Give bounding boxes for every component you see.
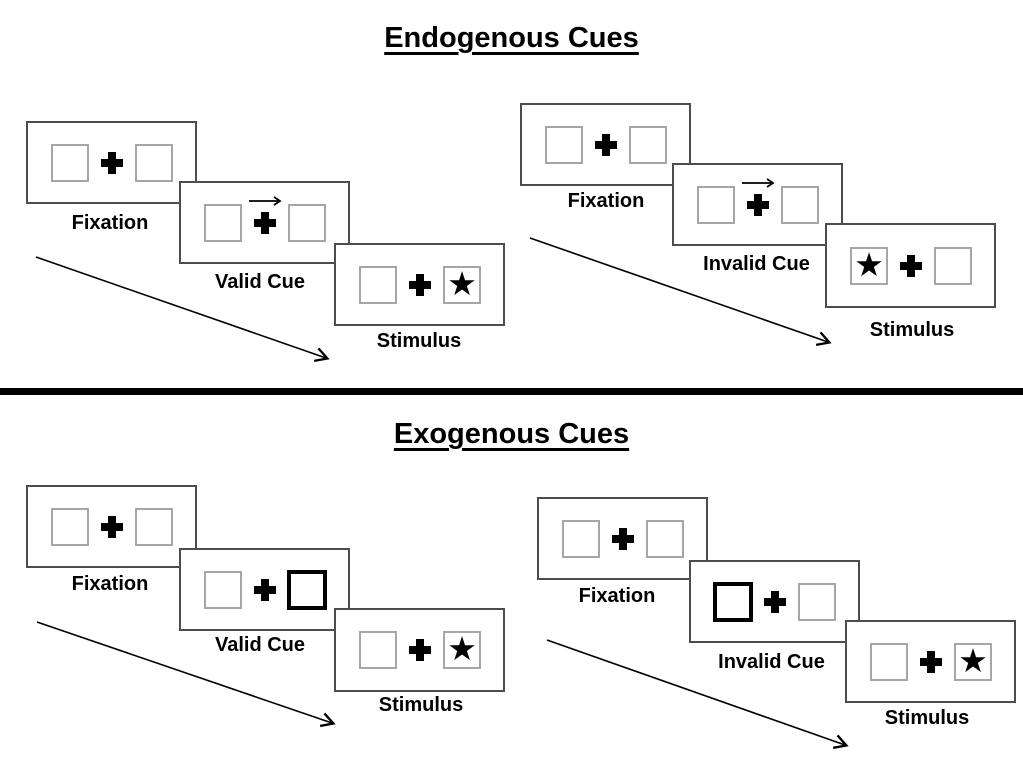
fixation-cross-icon [253,211,276,234]
fixation-cross-icon [100,151,123,174]
panel-stimulus: ★ [825,223,996,308]
placeholder-box [545,125,583,164]
star-icon: ★ [958,641,988,679]
time-arrow [529,237,832,347]
panel-stimulus: ★ [334,608,505,692]
star-icon: ★ [447,264,477,302]
time-arrow [546,639,849,749]
cue-arrow-icon [741,178,775,188]
section-title-endogenous-text: Endogenous Cues [384,22,639,54]
fixation-cross-icon [746,193,769,216]
fixation-cross-icon [919,650,942,673]
fixation-cross-icon [899,254,922,277]
panel-fixation [537,497,708,580]
star-icon: ★ [854,245,884,283]
placeholder-box [359,631,397,669]
panel-valid-cue [179,181,350,264]
fixation-cross-icon [408,639,431,661]
placeholder-box [288,203,326,242]
panel-stimulus: ★ [334,243,505,326]
fixation-cross-icon [253,578,276,601]
target-box: ★ [850,245,888,285]
fixation-cross-icon [408,273,431,296]
target-box: ★ [954,641,992,681]
fixation-cross-icon [611,527,634,550]
placeholder-box [204,570,242,609]
fixation-cross-icon [763,590,786,613]
panel-stimulus: ★ [845,620,1016,703]
placeholder-box [934,246,972,285]
placeholder-box [204,203,242,242]
label-stimulus: Stimulus [378,694,464,716]
time-arrow [36,621,336,728]
placeholder-box [51,507,89,546]
placeholder-box [51,143,89,182]
placeholder-box [135,143,173,182]
label-fixation: Fixation [567,190,645,212]
placeholder-box [562,519,600,558]
placeholder-box [798,582,836,621]
cue-arrow-icon [248,196,282,206]
panel-valid-cue [179,548,350,631]
label-stimulus: Stimulus [869,319,955,341]
label-stimulus: Stimulus [376,330,462,352]
fixation-cross-icon [594,133,617,156]
placeholder-box [359,265,397,304]
section-title-exogenous-text: Exogenous Cues [393,418,630,450]
label-fixation: Fixation [71,573,149,595]
label-invalid-cue: Invalid Cue [703,253,810,275]
placeholder-box [629,125,667,164]
placeholder-box [870,642,908,681]
panel-invalid-cue [672,163,843,246]
label-valid-cue: Valid Cue [214,634,306,656]
panel-invalid-cue [689,560,860,643]
target-box: ★ [443,631,481,669]
fixation-cross-icon [100,515,123,538]
star-icon: ★ [447,629,477,667]
placeholder-box [135,507,173,546]
panel-fixation [520,103,691,186]
panel-fixation [26,485,197,568]
label-invalid-cue: Invalid Cue [718,651,825,673]
placeholder-box [646,519,684,558]
time-arrow [35,256,330,363]
placeholder-box [697,185,735,224]
target-box: ★ [443,264,481,304]
section-title-exogenous: Exogenous Cues [0,418,1023,451]
label-valid-cue: Valid Cue [214,271,306,293]
cue-highlight-box [287,569,327,610]
section-divider [0,388,1023,395]
section-title-endogenous: Endogenous Cues [0,22,1023,55]
label-fixation: Fixation [578,585,656,607]
placeholder-box [781,185,819,224]
panel-fixation [26,121,197,204]
cue-highlight-box [713,581,753,622]
label-stimulus: Stimulus [884,707,970,729]
label-fixation: Fixation [71,212,149,234]
